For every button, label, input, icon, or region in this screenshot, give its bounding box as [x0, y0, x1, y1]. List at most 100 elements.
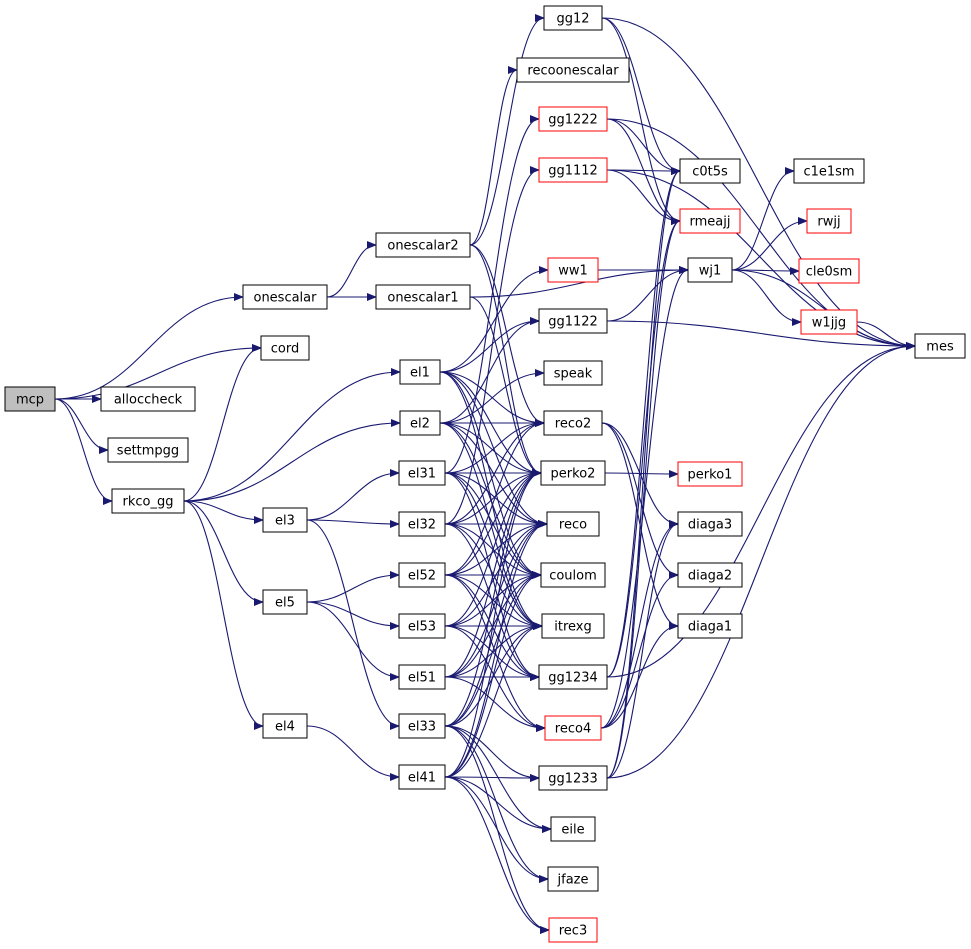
node-box-gg1222[interactable]	[538, 106, 608, 132]
node-box-reco2[interactable]	[543, 410, 603, 436]
node-wj1[interactable]: wj1	[687, 257, 733, 283]
node-box-settmpgg[interactable]	[107, 437, 189, 463]
node-label-el5[interactable]: el5	[275, 596, 295, 611]
node-diaga3[interactable]: diaga3	[677, 511, 743, 537]
node-reco4[interactable]: reco4	[544, 715, 602, 741]
node-box-onescalar2[interactable]	[375, 232, 471, 258]
node-box-el41[interactable]	[398, 764, 446, 790]
node-label-c1e1sm[interactable]: c1e1sm	[803, 165, 854, 180]
node-el33[interactable]: el33	[398, 713, 446, 739]
node-box-gg1122[interactable]	[538, 308, 608, 334]
node-box-jfaze[interactable]	[547, 866, 599, 892]
node-perko1[interactable]: perko1	[677, 461, 743, 487]
node-box-el31[interactable]	[398, 460, 446, 486]
node-box-perko1[interactable]	[677, 461, 743, 487]
node-perko2[interactable]: perko2	[540, 460, 606, 486]
node-label-itrexg[interactable]: itrexg	[554, 620, 591, 635]
node-label-el31[interactable]: el31	[408, 467, 436, 482]
node-label-jfaze[interactable]: jfaze	[557, 873, 589, 888]
node-label-gg1122[interactable]: gg1122	[548, 315, 598, 330]
node-gg1112[interactable]: gg1112	[538, 157, 608, 183]
node-label-onescalar1[interactable]: onescalar1	[387, 291, 458, 306]
node-box-gg1234[interactable]	[538, 664, 608, 690]
node-box-c1e1sm[interactable]	[793, 158, 865, 184]
node-label-perko2[interactable]: perko2	[551, 467, 596, 482]
node-el2[interactable]: el2	[399, 410, 441, 436]
node-box-el5[interactable]	[262, 589, 308, 615]
node-label-el1[interactable]: el1	[410, 366, 430, 381]
node-label-gg1222[interactable]: gg1222	[548, 113, 598, 128]
node-box-gg1233[interactable]	[538, 765, 608, 791]
node-label-diaga3[interactable]: diaga3	[688, 518, 732, 533]
node-box-el3[interactable]	[262, 507, 308, 533]
node-gg1233[interactable]: gg1233	[538, 765, 608, 791]
node-label-diaga1[interactable]: diaga1	[688, 620, 732, 635]
node-box-el33[interactable]	[398, 713, 446, 739]
node-label-perko1[interactable]: perko1	[688, 468, 733, 483]
node-label-reco4[interactable]: reco4	[555, 722, 591, 737]
node-box-reco[interactable]	[546, 511, 600, 537]
node-label-el4[interactable]: el4	[275, 720, 295, 735]
node-box-rmeajj[interactable]	[679, 208, 741, 234]
node-gg1234[interactable]: gg1234	[538, 664, 608, 690]
node-el31[interactable]: el31	[398, 460, 446, 486]
node-label-diaga2[interactable]: diaga2	[688, 569, 732, 584]
node-el52[interactable]: el52	[398, 562, 446, 588]
node-rwjj[interactable]: rwjj	[806, 208, 852, 234]
node-cord[interactable]: cord	[260, 335, 310, 361]
node-label-el2[interactable]: el2	[410, 417, 430, 432]
node-box-diaga2[interactable]	[677, 562, 743, 588]
node-label-speak[interactable]: speak	[554, 367, 593, 382]
node-label-onescalar[interactable]: onescalar	[253, 291, 317, 306]
node-label-c0t5s[interactable]: c0t5s	[692, 165, 728, 180]
node-label-el32[interactable]: el32	[408, 518, 436, 533]
node-recoonescalar[interactable]: recoonescalar	[516, 57, 630, 83]
node-box-speak[interactable]	[543, 360, 603, 386]
node-mes[interactable]: mes	[914, 333, 966, 359]
node-label-cord[interactable]: cord	[271, 342, 299, 357]
node-eile[interactable]: eile	[550, 816, 596, 842]
node-label-mes[interactable]: mes	[926, 340, 954, 355]
node-c0t5s[interactable]: c0t5s	[679, 158, 741, 184]
node-cle0sm[interactable]: cle0sm	[798, 258, 860, 284]
node-onescalar2[interactable]: onescalar2	[375, 232, 471, 258]
node-box-mcp[interactable]	[4, 386, 56, 412]
node-box-mes[interactable]	[914, 333, 966, 359]
node-box-diaga3[interactable]	[677, 511, 743, 537]
node-reco2[interactable]: reco2	[543, 410, 603, 436]
node-label-el51[interactable]: el51	[408, 671, 436, 686]
node-itrexg[interactable]: itrexg	[541, 613, 605, 639]
node-box-diaga1[interactable]	[677, 613, 743, 639]
node-gg12[interactable]: gg12	[543, 5, 603, 31]
node-el53[interactable]: el53	[398, 613, 446, 639]
node-gg1222[interactable]: gg1222	[538, 106, 608, 132]
node-box-el2[interactable]	[399, 410, 441, 436]
node-gg1122[interactable]: gg1122	[538, 308, 608, 334]
node-label-eile[interactable]: eile	[561, 823, 584, 838]
node-label-gg1233[interactable]: gg1233	[548, 772, 598, 787]
node-box-el4[interactable]	[262, 713, 308, 739]
node-alloccheck[interactable]: alloccheck	[100, 386, 196, 412]
node-label-rec3[interactable]: rec3	[559, 924, 587, 939]
node-box-perko2[interactable]	[540, 460, 606, 486]
node-label-recoonescalar[interactable]: recoonescalar	[527, 64, 619, 79]
node-coulom[interactable]: coulom	[540, 562, 606, 588]
node-label-reco[interactable]: reco	[559, 518, 587, 533]
node-diaga1[interactable]: diaga1	[677, 613, 743, 639]
node-label-el53[interactable]: el53	[408, 620, 436, 635]
node-reco[interactable]: reco	[546, 511, 600, 537]
node-box-onescalar1[interactable]	[375, 284, 471, 310]
node-label-gg12[interactable]: gg12	[556, 12, 589, 27]
node-el1[interactable]: el1	[399, 359, 441, 385]
node-box-el32[interactable]	[398, 511, 446, 537]
node-label-alloccheck[interactable]: alloccheck	[114, 393, 183, 408]
node-box-alloccheck[interactable]	[100, 386, 196, 412]
node-box-el53[interactable]	[398, 613, 446, 639]
node-box-cord[interactable]	[260, 335, 310, 361]
node-rec3[interactable]: rec3	[548, 917, 598, 943]
node-settmpgg[interactable]: settmpgg	[107, 437, 189, 463]
node-label-el41[interactable]: el41	[408, 771, 436, 786]
node-label-onescalar2[interactable]: onescalar2	[387, 239, 458, 254]
node-el4[interactable]: el4	[262, 713, 308, 739]
node-diaga2[interactable]: diaga2	[677, 562, 743, 588]
